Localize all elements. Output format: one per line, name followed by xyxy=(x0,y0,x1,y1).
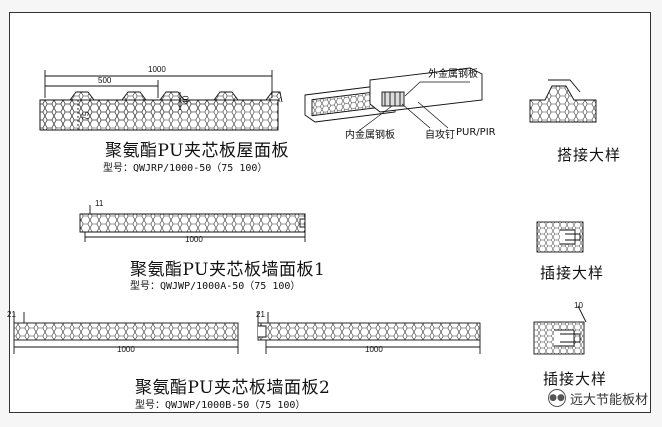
roof-dim-thickness: 75 xyxy=(81,111,91,121)
roof-dim-half: 500 xyxy=(98,76,112,85)
wall1-dim-edge: 11 xyxy=(95,199,104,208)
roof-panel-model: 型号：QWJRP/1000-50（75 100） xyxy=(103,163,268,174)
roof-panel-section xyxy=(39,70,283,131)
exploded-view-section xyxy=(304,67,483,131)
wall2-dim-total-right: 1000 xyxy=(365,345,383,354)
wall-panel-2-title: 聚氨酯PU夹芯板墙面板2 xyxy=(135,378,331,398)
insert-detail-dim: 10 xyxy=(574,301,583,310)
watermark: ●● 远大节能板材 xyxy=(548,387,648,409)
wall-panel-2-model: 型号：QWJWP/1000B-50（75 100） xyxy=(135,400,306,411)
wall-panel-1-title: 聚氨酯PU夹芯板墙面板1 xyxy=(130,260,326,280)
insert-detail-2-title: 插接大样 xyxy=(543,370,608,388)
wall1-dim-total: 1000 xyxy=(185,235,203,244)
insert-detail-1 xyxy=(536,221,584,253)
watermark-text: 远大节能板材 xyxy=(570,392,649,408)
wechat-icon: ●● xyxy=(548,389,566,407)
wall-panel-2-section xyxy=(13,312,481,354)
wall2-dim-edge-left: 21 xyxy=(7,310,16,319)
label-core: PUR/PIR xyxy=(456,127,496,138)
insert-detail-1-title: 插接大样 xyxy=(540,264,605,282)
roof-dim-rib: 40 xyxy=(181,95,191,105)
roof-panel-title: 聚氨酯PU夹芯板屋面板 xyxy=(105,141,289,161)
overlap-detail-title: 搭接大样 xyxy=(557,146,622,164)
insert-detail-2 xyxy=(533,305,587,355)
wall2-dim-edge-right: 21 xyxy=(256,310,265,319)
label-outer-sheet: 外金属钢板 xyxy=(428,69,478,80)
wall-panel-1-section xyxy=(79,205,306,242)
label-screw: 自攻钉 xyxy=(425,130,455,141)
wall2-dim-total-left: 1000 xyxy=(117,345,135,354)
overlap-detail xyxy=(529,79,597,123)
label-inner-sheet: 内金属钢板 xyxy=(345,130,395,141)
roof-dim-total: 1000 xyxy=(148,65,166,74)
wall-panel-1-model: 型号：QWJWP/1000A-50（75 100） xyxy=(130,281,301,292)
